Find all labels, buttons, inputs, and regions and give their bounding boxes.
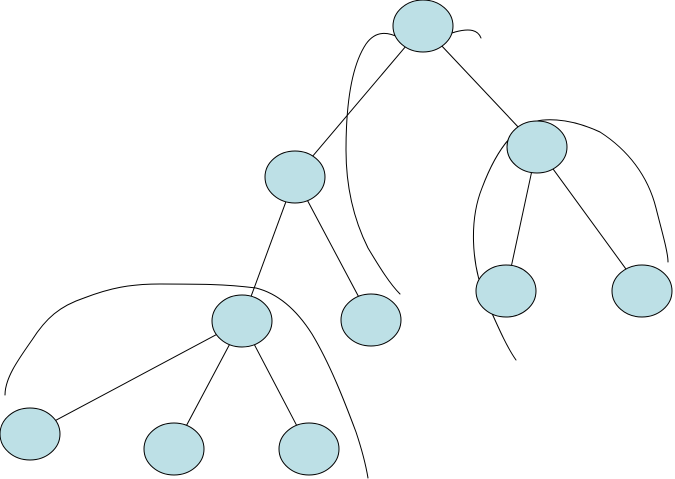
tree-node-n-ll-2 xyxy=(143,422,205,476)
tree-node-n-left-right xyxy=(340,293,402,347)
edge-n-left-to-n-left-right xyxy=(307,200,359,297)
edge-n-left-left-to-n-ll-3 xyxy=(253,344,298,426)
edge-n-right-to-n-right-right xyxy=(552,168,627,270)
edge-n-left-left-to-n-ll-2 xyxy=(186,344,230,426)
tree-node-root xyxy=(392,0,454,53)
tree-node-n-ll-1 xyxy=(0,407,61,461)
edge-n-right-to-n-right-left xyxy=(511,172,532,266)
edge-n-left-to-n-left-left xyxy=(250,201,287,297)
tree-node-n-right xyxy=(506,120,568,174)
tree-node-n-left xyxy=(264,150,326,204)
tree-node-n-left-left xyxy=(211,294,273,348)
subtree-outlines xyxy=(4,29,669,479)
edge-root-to-n-right xyxy=(441,45,519,128)
tree-edges xyxy=(55,45,627,426)
subtree-outline-left-left xyxy=(4,283,369,479)
subtree-outline-right xyxy=(472,119,669,361)
edge-n-left-left-to-n-ll-1 xyxy=(55,334,217,421)
tree-node-n-right-left xyxy=(475,264,537,318)
tree-node-n-right-right xyxy=(611,264,673,318)
subtree-outline-root xyxy=(345,29,482,295)
tree-node-n-ll-3 xyxy=(278,422,340,476)
edge-root-to-n-left xyxy=(312,46,406,157)
